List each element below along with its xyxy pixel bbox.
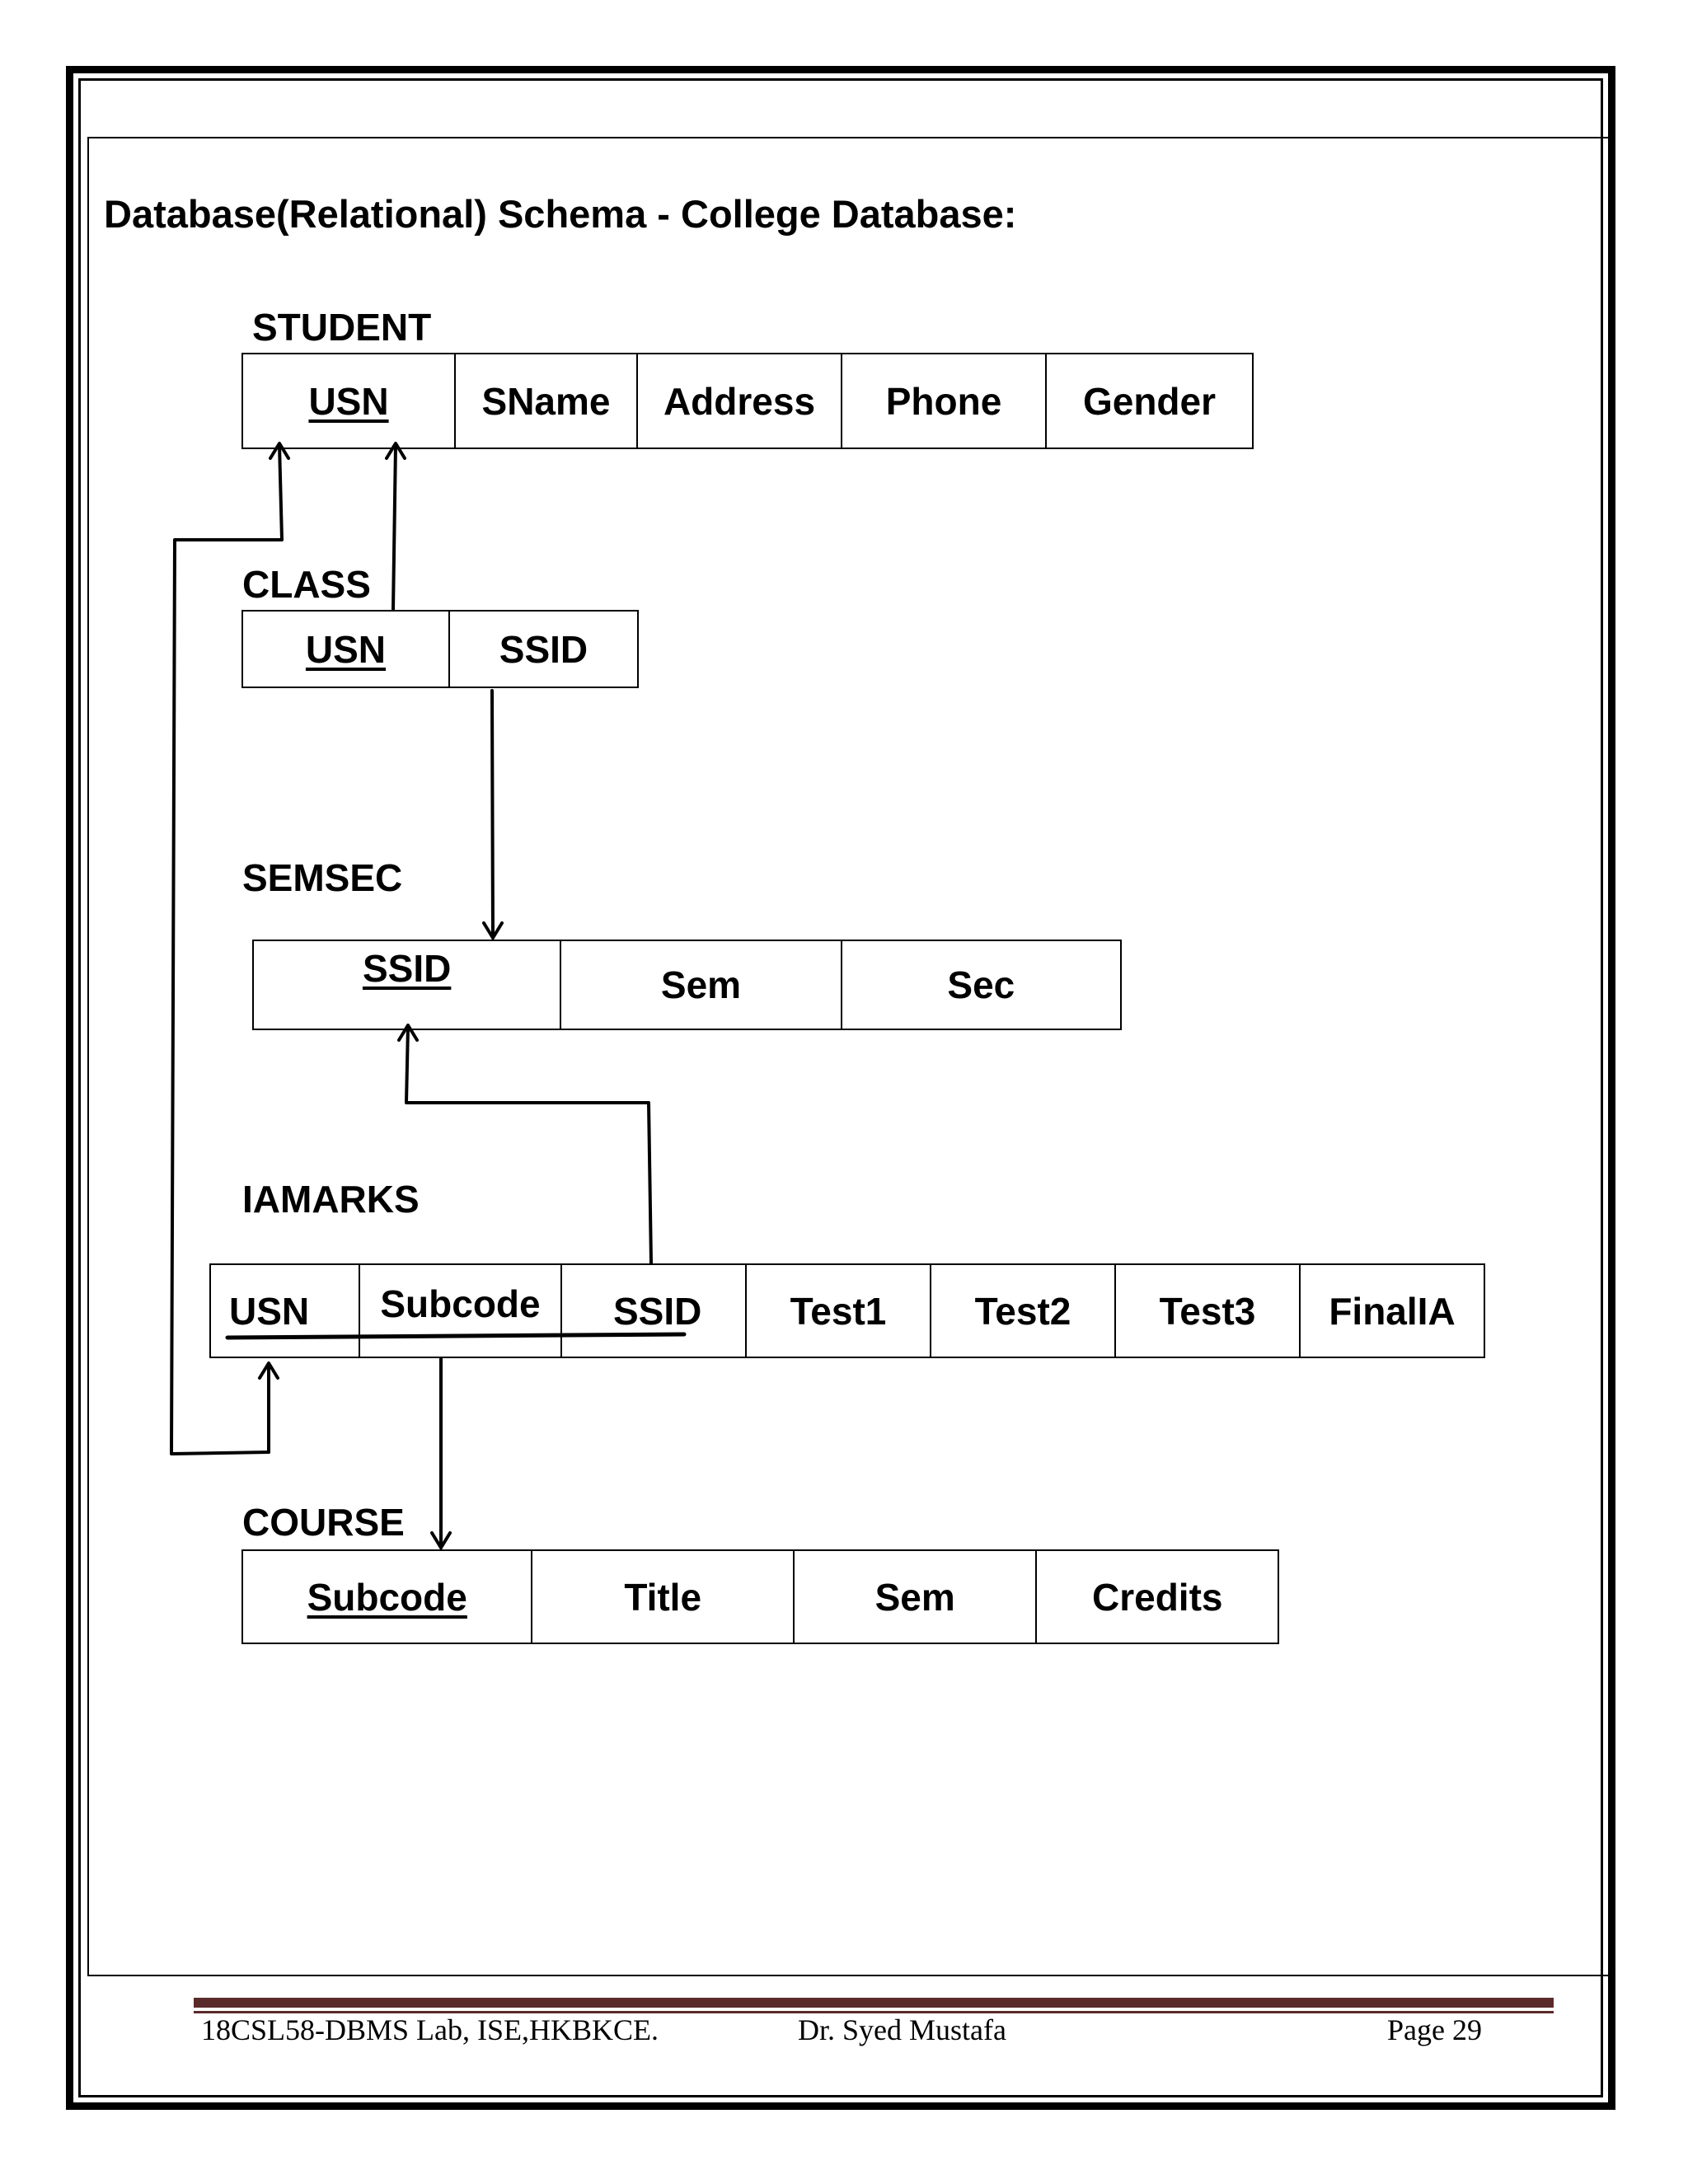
semsec-attr-ssid: SSID [254, 941, 562, 1029]
student-attr-gender: Gender [1082, 379, 1217, 423]
course-attr-title: Title [532, 1551, 795, 1643]
iamarks-attr-subcode: Subcode [360, 1265, 562, 1357]
student-table-name: STUDENT [252, 306, 432, 349]
course-attr-credits: Credits [1091, 1575, 1223, 1619]
student-attr-phone: Phone [842, 354, 1047, 448]
page-border-inner [78, 78, 1603, 2097]
course-attr-sem: Sem [795, 1551, 1038, 1643]
iamarks-attr-test2: Test2 [931, 1265, 1116, 1357]
iamarks-attr-finalia: FinalIA [1329, 1289, 1456, 1333]
iamarks-attr-ssid: SSID [562, 1265, 747, 1357]
footer-rule [194, 1998, 1554, 2008]
page-heading: Database(Relational) Schema - College Da… [104, 192, 1017, 236]
iamarks-attr-test3: Test3 [1116, 1265, 1301, 1357]
semsec-attr-sem: Sem [561, 941, 842, 1029]
course-table-name: COURSE [242, 1501, 405, 1544]
student-attr-address: Address [638, 354, 842, 448]
footer-author: Dr. Syed Mustafa [798, 2013, 1006, 2046]
content-frame [87, 137, 1612, 1976]
iamarks-relation: USN Subcode SSID Test1 Test2 Test3 Final… [209, 1263, 1485, 1358]
class-relation: USN SSID [241, 610, 639, 688]
semsec-table-name: SEMSEC [242, 856, 403, 899]
footer-rule-thin [194, 2011, 1554, 2013]
iamarks-attr-usn: USN [211, 1265, 360, 1357]
course-relation: Subcode Title Sem Credits [241, 1549, 1279, 1644]
class-attr-ssid: SSID [499, 627, 588, 671]
class-attr-usn: USN [243, 612, 450, 687]
footer-page-number: Page 29 [1387, 2013, 1482, 2046]
semsec-relation: SSID Sem Sec [252, 940, 1122, 1030]
iamarks-table-name: IAMARKS [242, 1178, 420, 1221]
student-attr-usn: USN [243, 354, 456, 448]
footer-course-info: 18CSL58-DBMS Lab, ISE,HKBKCE. [201, 2013, 659, 2046]
iamarks-attr-test1: Test1 [747, 1265, 931, 1357]
semsec-attr-sec: Sec [947, 963, 1015, 1006]
class-table-name: CLASS [242, 563, 371, 606]
course-attr-subcode: Subcode [243, 1551, 533, 1643]
student-attr-sname: SName [456, 354, 638, 448]
student-relation: USN SName Address Phone Gender [241, 353, 1254, 449]
